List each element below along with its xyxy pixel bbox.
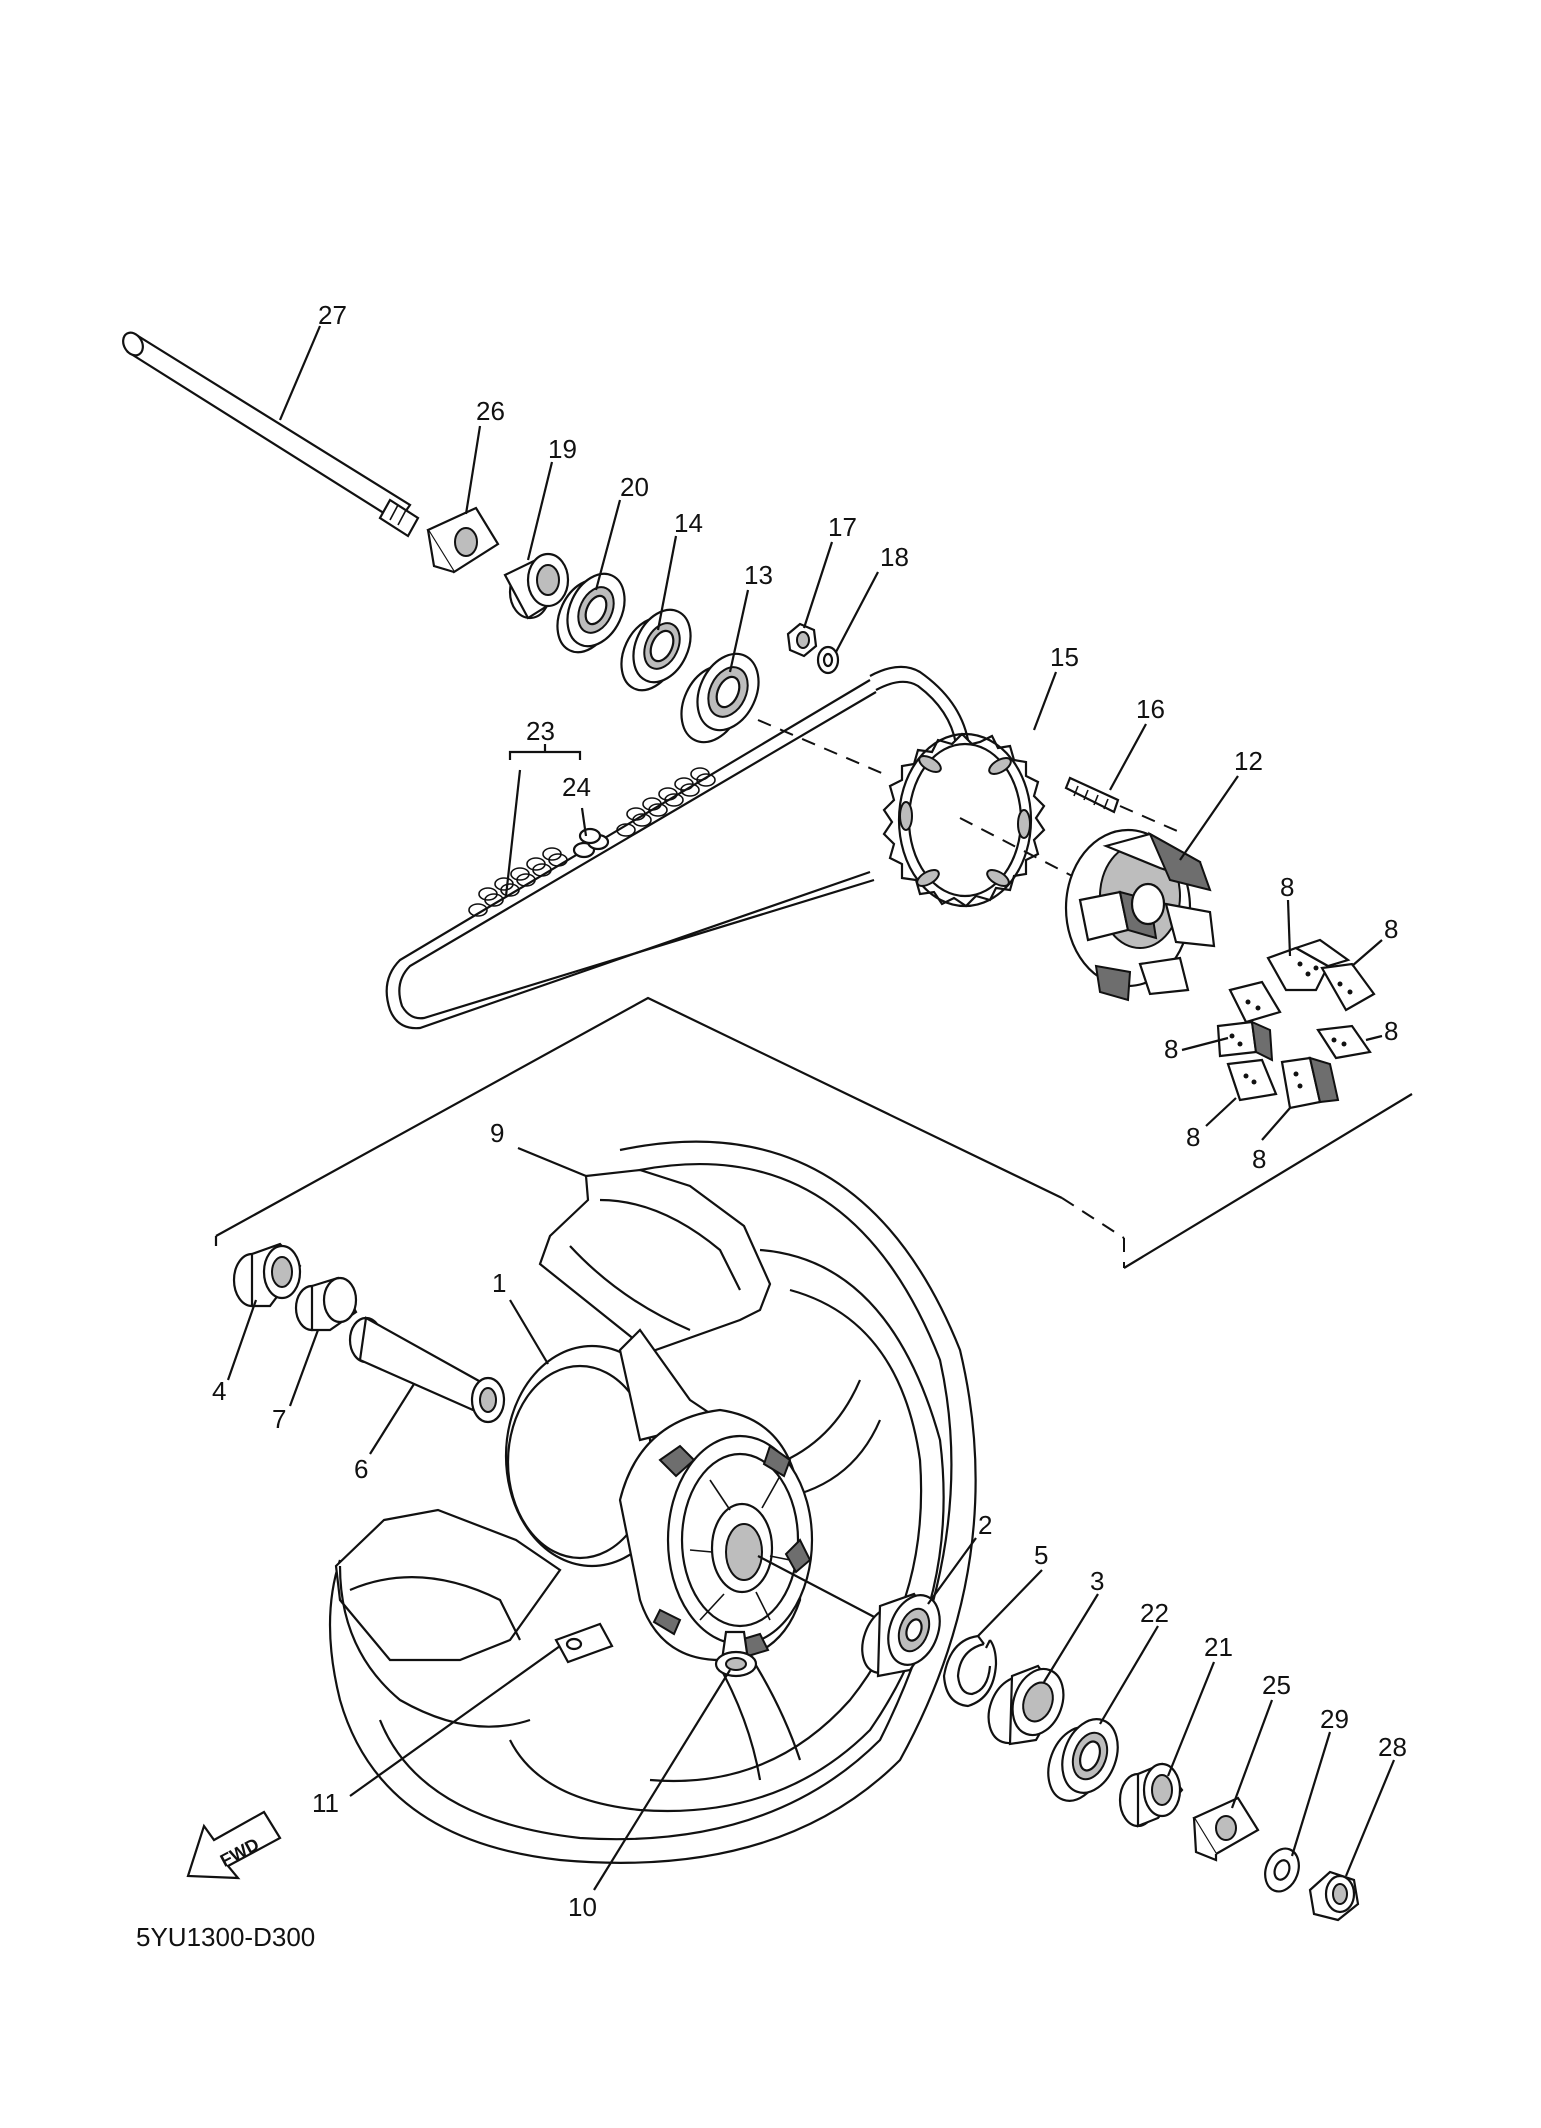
drive-chain[interactable] (385, 665, 970, 1030)
bearing-4[interactable] (232, 1242, 302, 1308)
part-label-17: 17 (828, 512, 857, 542)
part-label-29: 29 (1320, 1704, 1349, 1734)
part-label-16: 16 (1136, 694, 1165, 724)
part-labels: 27 26 19 20 14 13 17 18 15 16 12 23 24 8… (212, 300, 1407, 1922)
part-label-15: 15 (1050, 642, 1079, 672)
fwd-arrow-icon: FWD (186, 1810, 282, 1880)
circlip-5[interactable] (942, 1634, 998, 1708)
washer-18[interactable] (816, 645, 840, 675)
collar-19[interactable] (503, 552, 570, 620)
stud-bolt-16[interactable] (1064, 776, 1120, 814)
washer-29[interactable] (1259, 1844, 1304, 1896)
wheel-spoke-9[interactable] (538, 1168, 772, 1442)
part-label-2: 2 (978, 1510, 992, 1540)
part-label-27: 27 (318, 300, 347, 330)
chain-link-segment-23[interactable] (468, 767, 716, 917)
rear-axle[interactable] (119, 329, 420, 538)
chain-puller-plate-left[interactable] (426, 506, 500, 574)
part-label-25: 25 (1262, 1670, 1291, 1700)
collar-21[interactable] (1118, 1762, 1184, 1828)
bearing-13[interactable] (670, 644, 771, 752)
part-label-20: 20 (620, 472, 649, 502)
leader-lines (226, 325, 1396, 1891)
part-label-8b: 8 (1384, 914, 1398, 944)
collar-7[interactable] (294, 1276, 358, 1332)
part-label-7: 7 (272, 1404, 286, 1434)
part-label-21: 21 (1204, 1632, 1233, 1662)
part-label-14: 14 (674, 508, 703, 538)
balance-weight-11[interactable] (554, 1622, 614, 1664)
tire-valve-10[interactable] (714, 1630, 758, 1678)
part-label-8e: 8 (1186, 1122, 1200, 1152)
nut-17[interactable] (786, 622, 818, 658)
oil-seal-22[interactable] (1039, 1711, 1128, 1808)
wheel-spoke-lower[interactable] (334, 1508, 562, 1728)
wheel-hub[interactable] (618, 1408, 814, 1662)
bearing-14[interactable] (610, 601, 701, 700)
spacer-6[interactable] (348, 1316, 506, 1424)
part-label-26: 26 (476, 396, 505, 426)
damper-set-8[interactable] (1216, 938, 1376, 1110)
axle-nut-28[interactable] (1308, 1870, 1360, 1922)
part-label-5: 5 (1034, 1540, 1048, 1570)
part-label-8c: 8 (1164, 1034, 1178, 1064)
part-label-28: 28 (1378, 1732, 1407, 1762)
part-label-3: 3 (1090, 1566, 1104, 1596)
part-label-6: 6 (354, 1454, 368, 1484)
part-label-10: 10 (568, 1892, 597, 1922)
part-label-4: 4 (212, 1376, 226, 1406)
assembly-outline (214, 996, 1413, 1269)
part-label-8d: 8 (1384, 1016, 1398, 1046)
oil-seal-20[interactable] (546, 565, 635, 662)
part-label-13: 13 (744, 560, 773, 590)
diagram-code: 5YU1300-D300 (136, 1922, 315, 1952)
part-label-8f: 8 (1252, 1144, 1266, 1174)
part-label-1: 1 (492, 1268, 506, 1298)
part-label-24: 24 (562, 772, 591, 802)
part-label-9: 9 (490, 1118, 504, 1148)
part-label-22: 22 (1140, 1598, 1169, 1628)
chain-puller-plate-right[interactable] (1192, 1796, 1260, 1862)
part-label-19: 19 (548, 434, 577, 464)
collar-3[interactable] (980, 1662, 1072, 1750)
bearing-2[interactable] (854, 1588, 949, 1680)
part-label-18: 18 (880, 542, 909, 572)
part-label-11: 11 (312, 1788, 339, 1818)
part-label-8a: 8 (1280, 872, 1294, 902)
part-label-23: 23 (526, 716, 555, 746)
part-label-12: 12 (1234, 746, 1263, 776)
driven-flange-hub[interactable] (1064, 828, 1216, 1002)
